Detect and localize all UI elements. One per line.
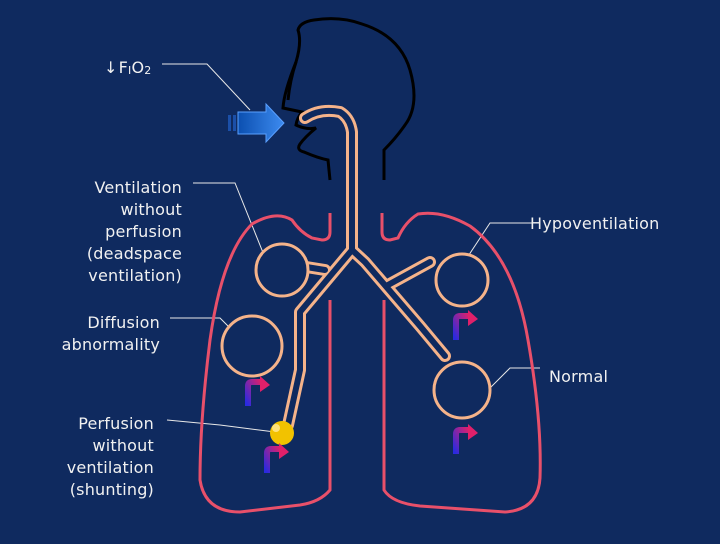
diffusion-label: Diffusion abnormality [61, 313, 160, 354]
blood-flow-arrow-icon-shunt [267, 443, 289, 473]
shunting-leader [166, 419, 276, 433]
alveolus-deadspace [254, 242, 310, 298]
blood-flow-arrow-icon-normal [456, 424, 478, 454]
fio2-leader [162, 63, 251, 111]
blood-flow-arrow-icon-diffusion [248, 376, 270, 406]
alveolus-normal [432, 360, 492, 420]
hypoventilation-label: Hypoventilation [530, 214, 660, 233]
left-lung-outline [198, 213, 332, 514]
fio2-label: ↓FIO2 [104, 58, 152, 77]
blood-flow-arrow-icon-hypoventilation [456, 310, 478, 340]
face-outline [281, 61, 332, 181]
shunting-label: Perfusion without ventilation (shunting) [66, 414, 154, 499]
deadspace-leader [193, 182, 271, 271]
alveolus-hypoventilation [434, 252, 490, 308]
right-lung-outline [380, 211, 542, 514]
inspired-gas-arrow-icon [228, 102, 285, 144]
shunt-alveolus [270, 421, 294, 445]
alveoli [220, 242, 492, 420]
deadspace-label: Ventilation without perfusion (deadspace… [86, 178, 182, 285]
normal-label: Normal [549, 367, 609, 386]
head-outline [286, 17, 416, 180]
alveolus-diffusion [220, 314, 284, 378]
